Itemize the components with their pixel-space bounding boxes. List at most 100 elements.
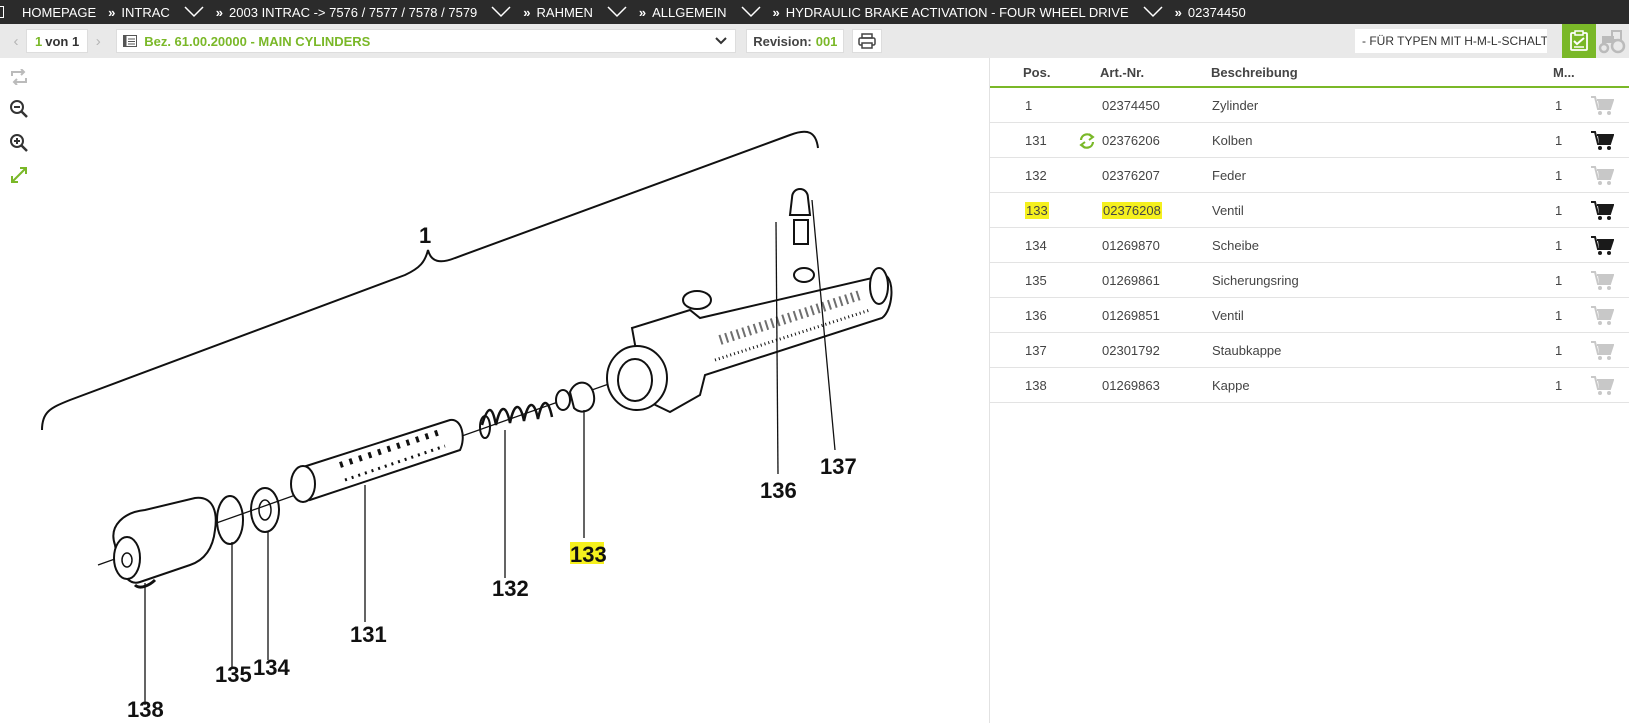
- print-button[interactable]: [852, 29, 883, 53]
- prev-page-icon[interactable]: ‹: [13, 32, 19, 50]
- callout-138[interactable]: 138: [127, 697, 164, 722]
- checklist-button[interactable]: [1562, 24, 1596, 58]
- chevron-down-icon[interactable]: [607, 6, 627, 18]
- cart-icon[interactable]: [1590, 270, 1615, 292]
- breadcrumb-link[interactable]: HOMEPAGE: [22, 4, 97, 20]
- part-1-cylinder[interactable]: [606, 267, 893, 414]
- callout-132[interactable]: 132: [492, 576, 529, 601]
- cart-icon[interactable]: [1590, 305, 1615, 327]
- cell-desc-text: Kolben: [1212, 132, 1253, 148]
- panel-divider[interactable]: [989, 58, 990, 723]
- chevron-down-icon[interactable]: [491, 6, 511, 18]
- table-row[interactable]: 131 02376206 Kolben 1: [990, 123, 1629, 158]
- breadcrumb-link[interactable]: 2003 INTRAC -> 7576 / 7577 / 7578 / 7579: [229, 4, 478, 20]
- cell-desc-text: Kappe: [1212, 377, 1250, 393]
- exploded-parts-drawing[interactable]: 1: [0, 88, 989, 723]
- cell-desc-text: Sicherungsring: [1212, 272, 1299, 288]
- cell-art: 02376207: [1102, 168, 1160, 183]
- fullscreen-button[interactable]: [8, 164, 30, 186]
- part-133-valve[interactable]: [555, 381, 596, 538]
- breadcrumb-link[interactable]: ALLGEMEIN: [652, 4, 727, 20]
- document-select[interactable]: Bez. 61.00.20000 - MAIN CYLINDERS: [116, 29, 737, 53]
- header-art[interactable]: Art.-Nr.: [1100, 64, 1145, 80]
- cell-pos-text: 134: [1025, 237, 1047, 253]
- chevron-down-icon[interactable]: [741, 6, 761, 18]
- fullscreen-icon: [11, 167, 27, 183]
- callout-1[interactable]: 1: [419, 223, 431, 248]
- callout-136[interactable]: 136: [760, 478, 797, 503]
- cell-art-text: 02301792: [1102, 342, 1160, 358]
- cell-qty-text: 1: [1555, 97, 1563, 113]
- cart-icon[interactable]: [1590, 95, 1615, 117]
- callout-133[interactable]: 133: [570, 542, 607, 567]
- cell-pos: 131: [1025, 133, 1047, 148]
- part-135-ring[interactable]: [216, 495, 244, 668]
- part-138-cap[interactable]: [112, 496, 217, 705]
- header-desc[interactable]: Beschreibung: [1211, 64, 1298, 80]
- cell-qty-text: 1: [1555, 132, 1563, 148]
- cart-icon[interactable]: [1590, 200, 1615, 222]
- callout-highlight: [570, 542, 604, 564]
- tractor-icon[interactable]: [1598, 28, 1626, 54]
- bracket-line: [41, 130, 819, 431]
- cart-icon[interactable]: [1590, 165, 1615, 187]
- breadcrumb-link[interactable]: INTRAC: [121, 4, 170, 20]
- cell-qty: 1: [1555, 203, 1562, 218]
- chevron-down-icon: [715, 37, 727, 45]
- callout-134[interactable]: 134: [253, 655, 290, 680]
- cell-pos: 137: [1025, 343, 1047, 358]
- cell-pos-text: 1: [1025, 97, 1033, 113]
- chevron-down-icon[interactable]: [1143, 6, 1163, 18]
- callout-135[interactable]: 135: [215, 662, 252, 687]
- cell-qty-text: 1: [1555, 167, 1563, 183]
- cell-pos: 134: [1025, 238, 1047, 253]
- cell-art-text: 02376207: [1102, 167, 1160, 183]
- callout-137[interactable]: 137: [820, 454, 857, 479]
- cell-desc-text: Staubkappe: [1212, 342, 1282, 358]
- cell-pos: 1: [1025, 98, 1032, 113]
- cell-art-text: 02376208: [1102, 201, 1162, 219]
- cell-desc: Sicherungsring: [1212, 273, 1299, 288]
- cell-art-text: 01269870: [1102, 237, 1160, 253]
- rotate-icon: [11, 69, 27, 85]
- cell-pos-text: 135: [1025, 272, 1047, 288]
- rotate-button[interactable]: [8, 66, 30, 88]
- breadcrumb-item: »INTRAC: [96, 5, 204, 20]
- type-filter-select[interactable]: - FÜR TYPEN MIT H-M-L-SCHALT...: [1355, 29, 1547, 53]
- part-134-washer[interactable]: [250, 487, 280, 660]
- header-pos[interactable]: Pos.: [1023, 64, 1051, 80]
- page-current: 1: [35, 33, 43, 49]
- breadcrumb-item: »ALLGEMEIN: [627, 5, 761, 20]
- cart-icon[interactable]: [1590, 130, 1615, 152]
- chevron-down-icon[interactable]: [184, 6, 204, 18]
- header-qty[interactable]: M...: [1553, 64, 1575, 80]
- cart-icon[interactable]: [1590, 375, 1615, 397]
- part-131-piston[interactable]: [290, 418, 464, 622]
- part-132-spring[interactable]: [479, 401, 554, 578]
- table-row[interactable]: 137 02301792 Staubkappe 1: [990, 333, 1629, 368]
- breadcrumb-link[interactable]: 02374450: [1187, 4, 1246, 20]
- cell-qty-text: 1: [1555, 307, 1563, 323]
- drawing-viewer[interactable]: 1: [0, 58, 989, 723]
- zoom-in-button[interactable]: [8, 132, 30, 154]
- breadcrumb-link[interactable]: RAHMEN: [536, 4, 593, 20]
- next-page-icon[interactable]: ›: [95, 32, 101, 50]
- cell-art-text: 02376206: [1102, 132, 1160, 148]
- breadcrumb-link[interactable]: HYDRAULIC BRAKE ACTIVATION - FOUR WHEEL …: [785, 4, 1129, 20]
- cart-icon[interactable]: [1590, 235, 1615, 257]
- cart-icon[interactable]: [1590, 340, 1615, 362]
- cell-desc: Zylinder: [1212, 98, 1258, 113]
- zoom-out-button[interactable]: [8, 98, 30, 120]
- cell-qty-text: 1: [1555, 342, 1563, 358]
- part-136-137-fitting[interactable]: [775, 188, 836, 475]
- callout-131[interactable]: 131: [350, 622, 387, 647]
- replacement-icon[interactable]: [1078, 132, 1096, 150]
